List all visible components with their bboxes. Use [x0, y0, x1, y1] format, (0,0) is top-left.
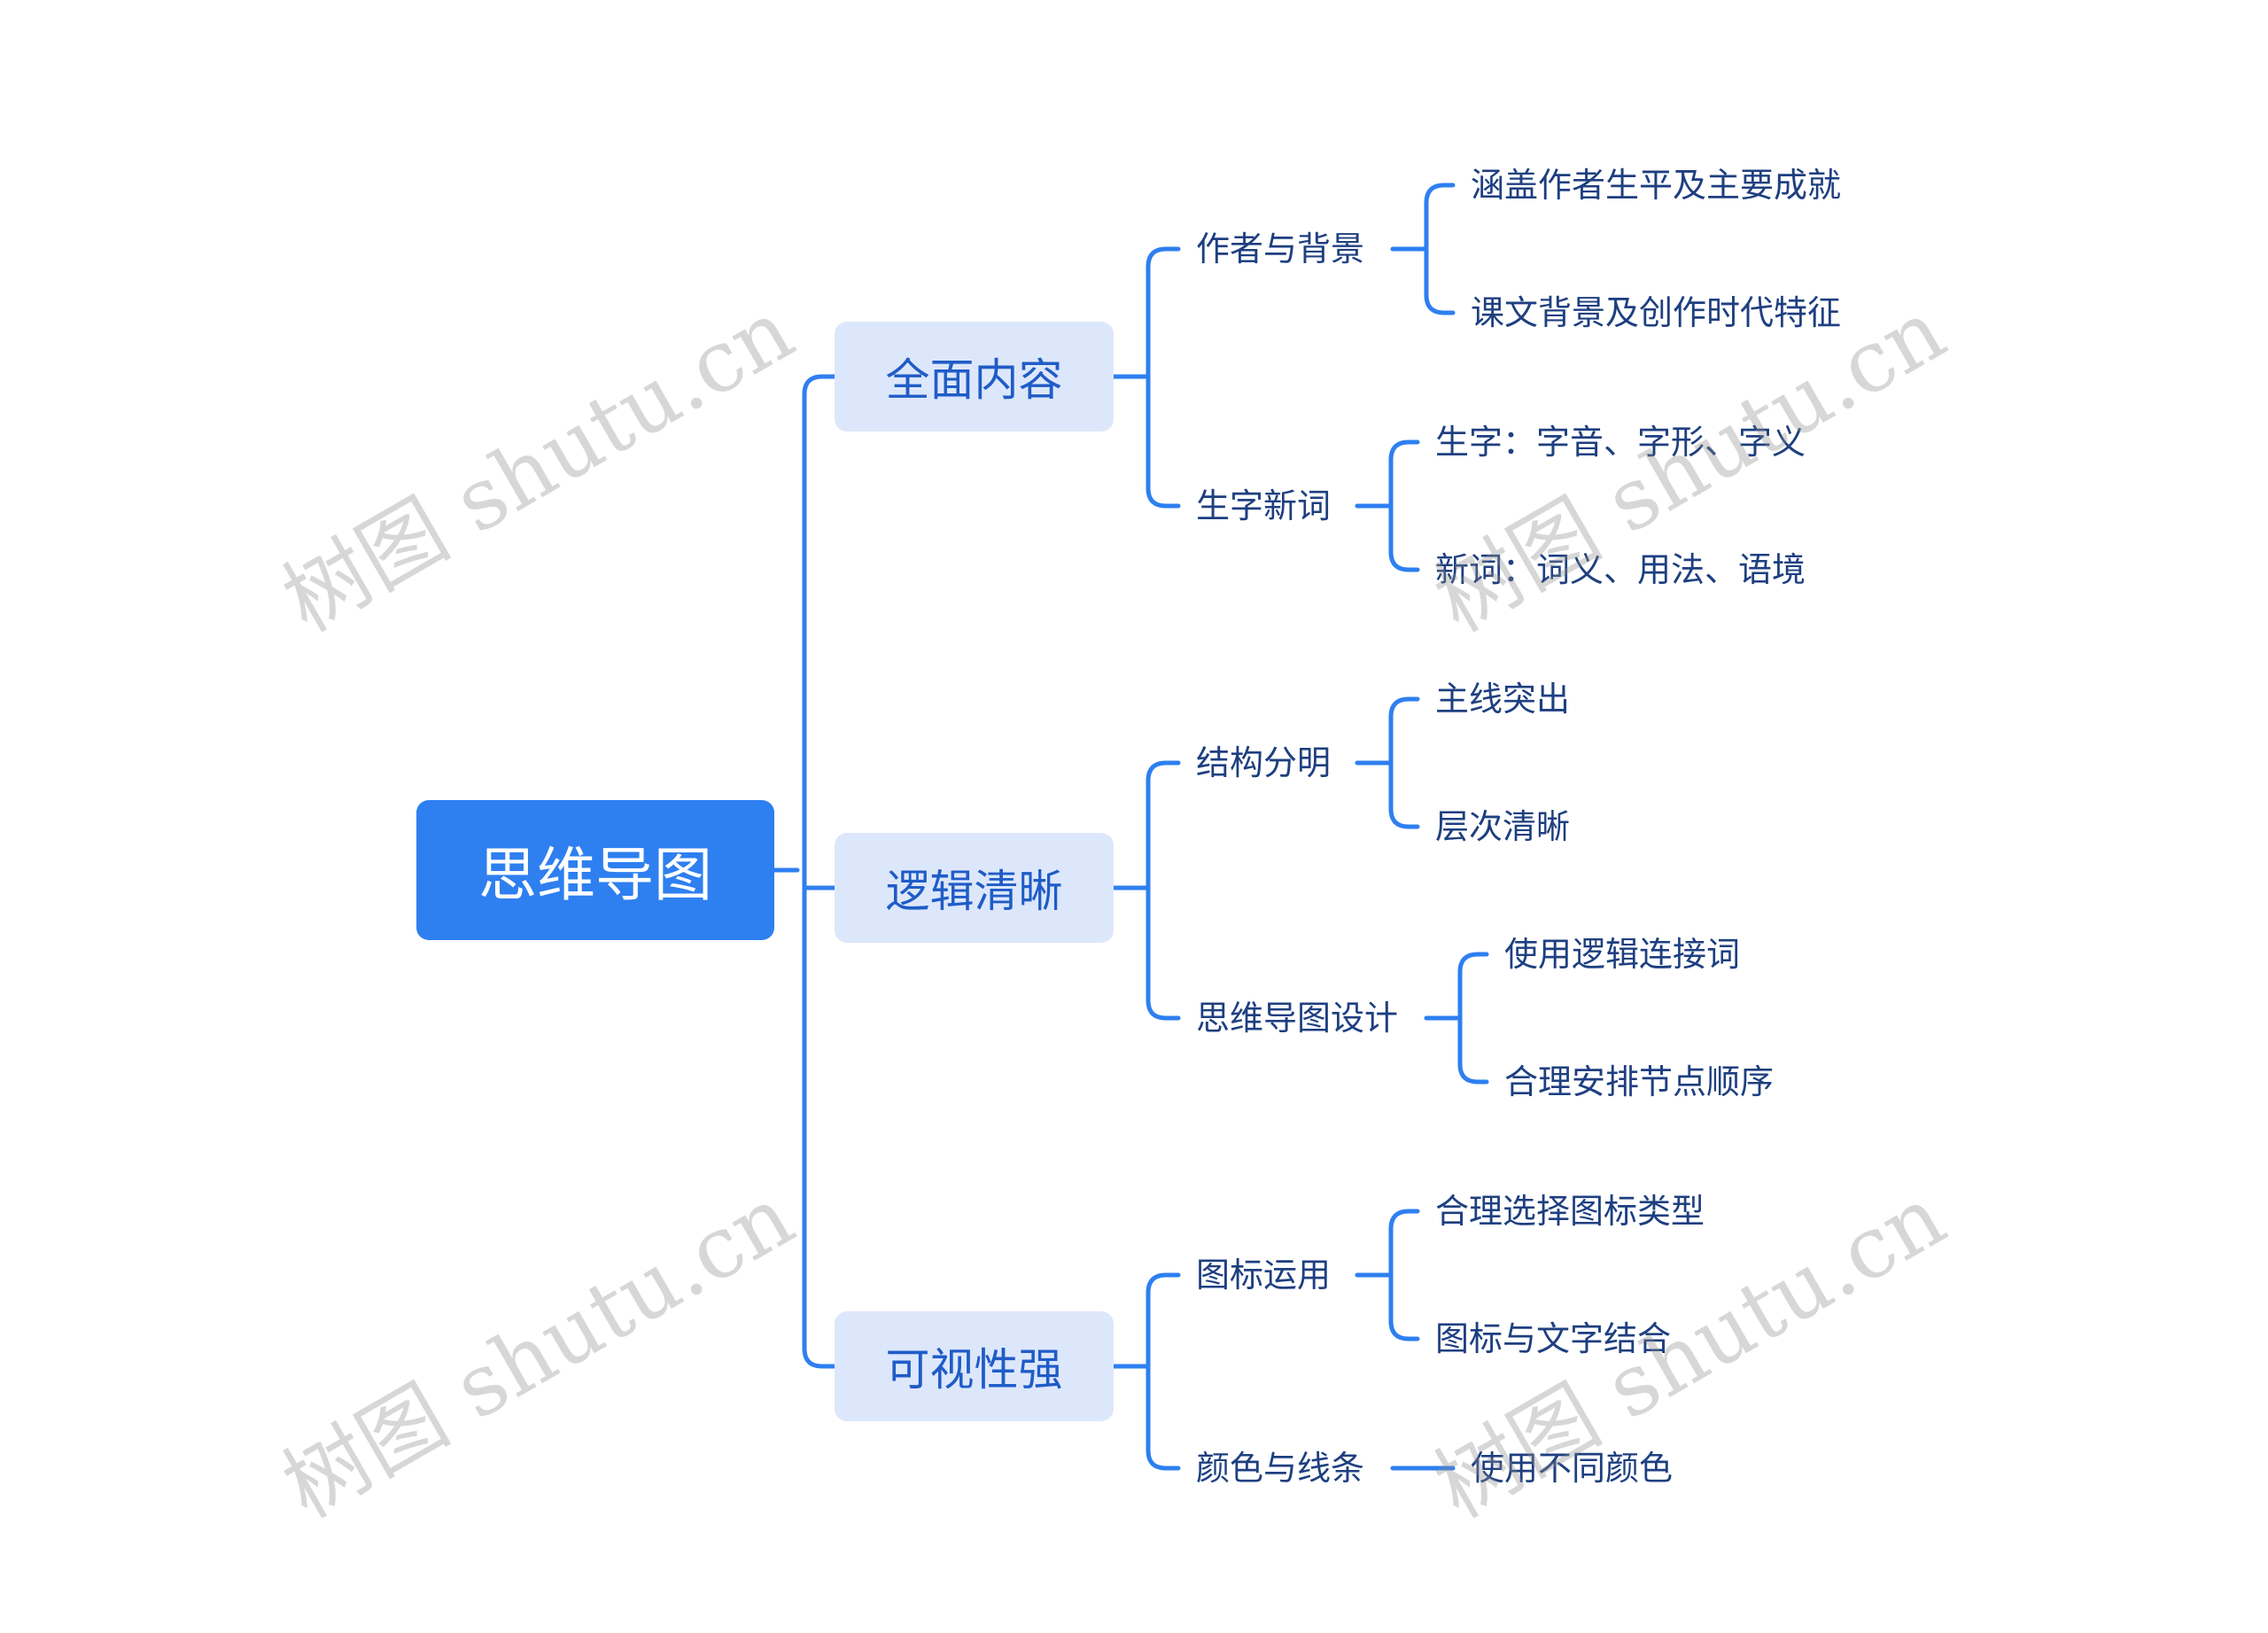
- leaf-node[interactable]: 层次清晰: [1435, 807, 1571, 846]
- connector-b3-bracket: [1146, 1272, 1181, 1471]
- connector-b1-bracket: [1146, 246, 1181, 509]
- connector-b2-bracket: [1146, 760, 1181, 1021]
- leaf-node[interactable]: 合理安排节点顺序: [1504, 1062, 1775, 1101]
- connector-b1c2-bracket: [1388, 439, 1420, 572]
- connector-b2c2-bracket: [1457, 952, 1489, 1085]
- connector-b2c1-bracket: [1388, 696, 1420, 829]
- branch-node-3[interactable]: 可视性强: [835, 1311, 1114, 1421]
- leaf-node[interactable]: 使用逻辑连接词: [1504, 935, 1741, 974]
- leaf-node[interactable]: 生字：字音、字形、字义: [1435, 423, 1806, 462]
- leaf-node[interactable]: 使用不同颜色: [1471, 1449, 1674, 1488]
- leaf-node[interactable]: 合理选择图标类型: [1435, 1192, 1705, 1231]
- leaf-node[interactable]: 主线突出: [1435, 680, 1571, 719]
- connector-b3c1-bracket: [1388, 1209, 1420, 1341]
- subtopic-node[interactable]: 思维导图设计: [1196, 999, 1399, 1038]
- branch-node-2[interactable]: 逻辑清晰: [835, 833, 1114, 943]
- leaf-node[interactable]: 图标与文字结合: [1435, 1319, 1672, 1358]
- connector-root-branch-1: [802, 374, 837, 1369]
- subtopic-node[interactable]: 结构分明: [1196, 743, 1332, 782]
- leaf-node[interactable]: 课文背景及创作时代特征: [1471, 293, 1842, 332]
- branch-node-1[interactable]: 全面内容: [835, 322, 1114, 432]
- connector-b1c1-bracket: [1424, 183, 1456, 315]
- leaf-node[interactable]: 涵盖作者生平及主要成就: [1471, 166, 1842, 205]
- root-node[interactable]: 思维导图: [416, 800, 774, 940]
- subtopic-node[interactable]: 图标运用: [1196, 1256, 1332, 1295]
- subtopic-node[interactable]: 颜色与线条: [1196, 1449, 1365, 1488]
- subtopic-node[interactable]: 生字新词: [1196, 486, 1332, 525]
- leaf-node[interactable]: 新词：词义、用法、语境: [1435, 550, 1806, 589]
- subtopic-node[interactable]: 作者与背景: [1196, 229, 1365, 268]
